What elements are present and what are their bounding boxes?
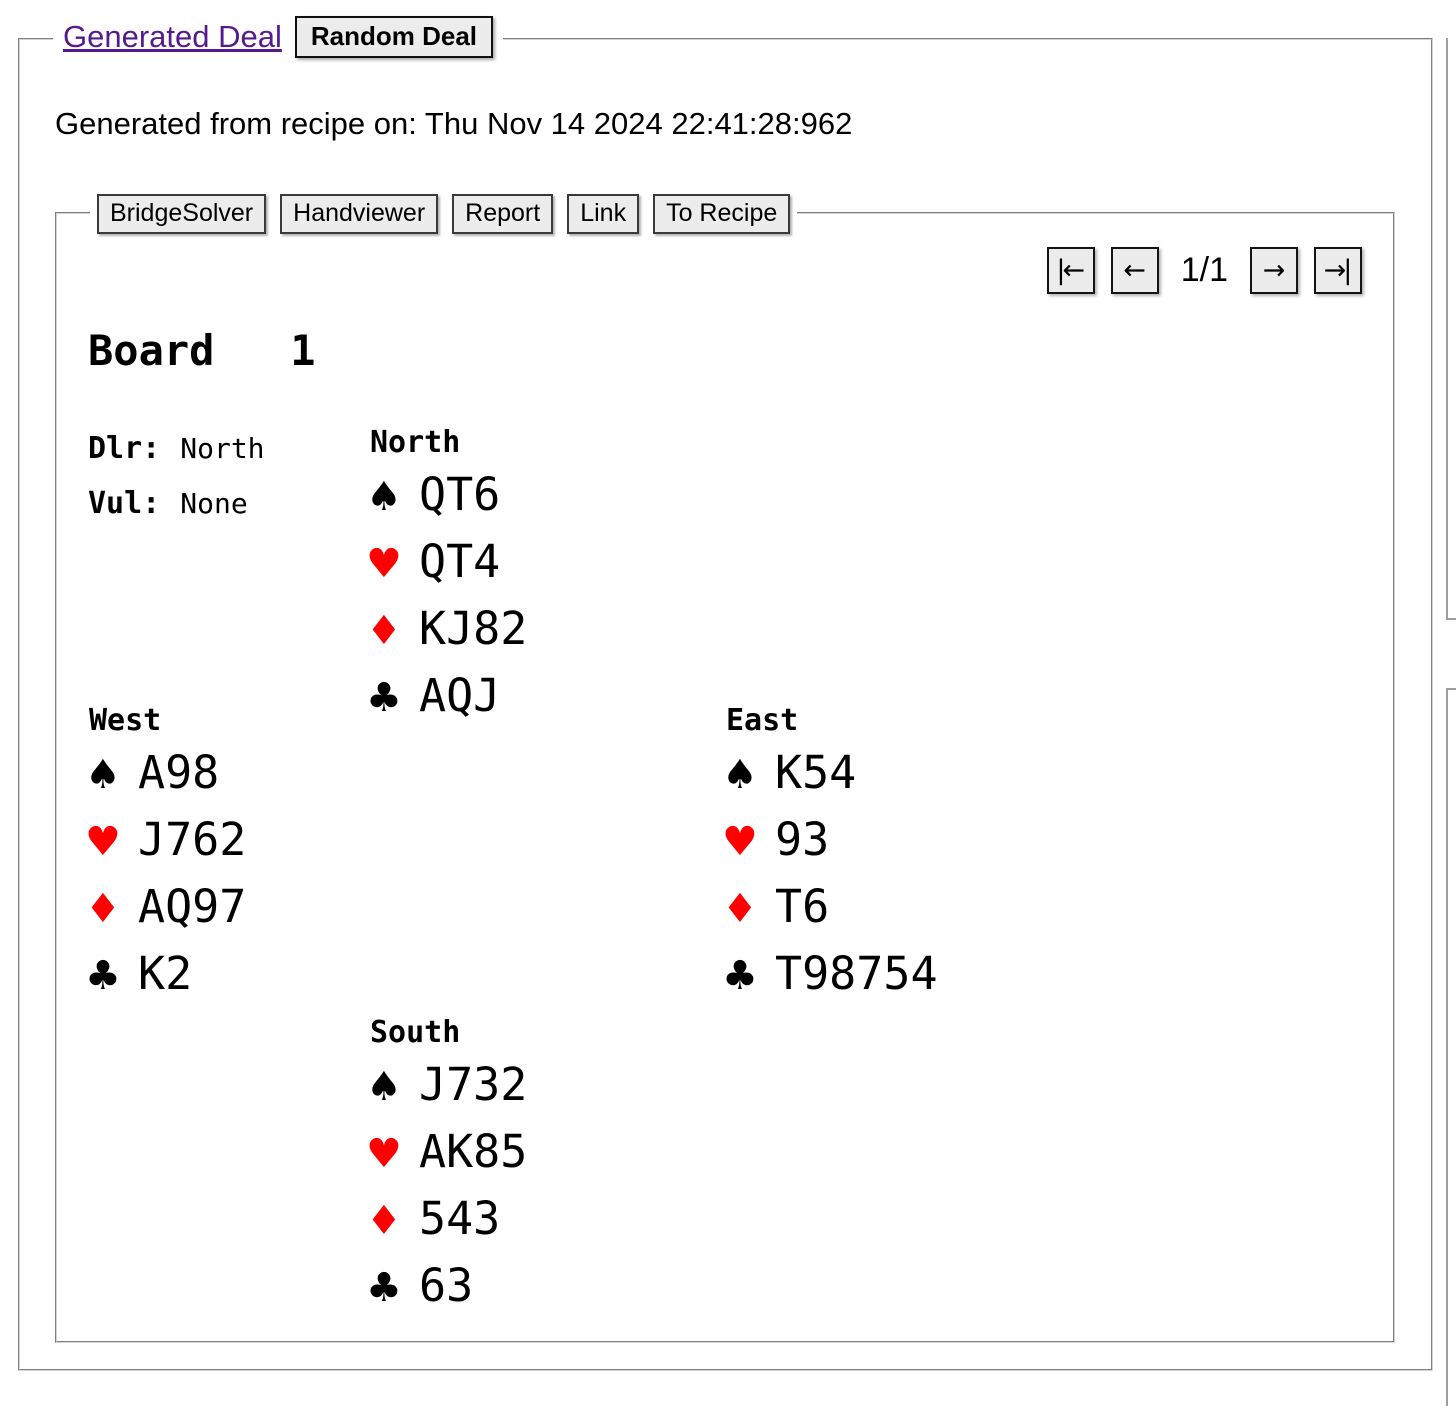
generated-info-text: Generated from recipe on: Thu Nov 14 202… xyxy=(55,106,853,141)
west-clubs-row: ♣ K2 xyxy=(85,945,246,1012)
north-hand: North ♠ QT6 ♥ QT4 ♦ KJ82 ♣ AQJ xyxy=(366,420,527,734)
spade-icon: ♠ xyxy=(366,1064,402,1110)
board-title: Board 1 xyxy=(88,326,316,375)
west-spades: A98 xyxy=(138,746,220,799)
spade-icon: ♠ xyxy=(85,752,121,798)
first-page-icon: |← xyxy=(1056,255,1085,286)
bridgesolver-button[interactable]: BridgeSolver xyxy=(97,194,267,234)
vulnerability-line: Vul: None xyxy=(88,476,265,531)
random-deal-button[interactable]: Random Deal xyxy=(294,16,494,58)
heart-icon: ♥ xyxy=(366,1131,402,1177)
deal-tabs: Generated Deal Random Deal xyxy=(53,11,504,63)
north-hearts: QT4 xyxy=(419,535,501,588)
club-icon: ♣ xyxy=(722,953,758,999)
south-clubs: 63 xyxy=(419,1259,474,1312)
generated-deal-panel: Generated Deal Random Deal Generated fro… xyxy=(18,11,1433,1371)
board-pager: |← ← 1/1 → →| xyxy=(1046,247,1362,294)
west-hand: West ♠ A98 ♥ J762 ♦ AQ97 ♣ K2 xyxy=(85,698,246,1012)
east-diamonds-row: ♦ T6 xyxy=(722,878,938,945)
arrow-left-icon: ← xyxy=(1123,255,1146,286)
last-page-icon: →| xyxy=(1323,255,1353,286)
to-recipe-button[interactable]: To Recipe xyxy=(653,194,791,234)
handviewer-button[interactable]: Handviewer xyxy=(280,194,439,234)
east-hand: East ♠ K54 ♥ 93 ♦ T6 ♣ T98754 xyxy=(722,698,938,1012)
next-board-button[interactable]: → xyxy=(1250,247,1298,294)
east-hand-label: East xyxy=(726,703,799,738)
east-spades: K54 xyxy=(775,746,857,799)
west-diamonds: AQ97 xyxy=(138,880,247,933)
diamond-icon: ♦ xyxy=(722,886,758,932)
west-diamonds-row: ♦ AQ97 xyxy=(85,878,246,945)
link-button[interactable]: Link xyxy=(567,194,640,234)
south-spades-row: ♠ J732 xyxy=(366,1056,527,1123)
east-hearts: 93 xyxy=(775,813,830,866)
diamond-icon: ♦ xyxy=(366,608,402,654)
north-diamonds-row: ♦ KJ82 xyxy=(366,600,527,667)
last-board-button[interactable]: →| xyxy=(1314,247,1362,294)
east-spades-row: ♠ K54 xyxy=(722,744,938,811)
heart-icon: ♥ xyxy=(722,819,758,865)
board-position: 1/1 xyxy=(1180,251,1228,289)
prev-board-button[interactable]: ← xyxy=(1110,247,1159,294)
south-spades: J732 xyxy=(419,1058,528,1111)
dealer-line: Dlr: North xyxy=(88,421,265,476)
east-clubs-row: ♣ T98754 xyxy=(722,945,938,1012)
arrow-right-icon: → xyxy=(1262,255,1286,286)
deal-viewer-panel: BridgeSolver Handviewer Report Link To R… xyxy=(55,194,1395,1343)
west-spades-row: ♠ A98 xyxy=(85,744,246,811)
heart-icon: ♥ xyxy=(366,541,402,587)
south-hand: South ♠ J732 ♥ AK85 ♦ 543 ♣ 63 xyxy=(366,1010,527,1324)
south-hand-label: South xyxy=(370,1015,461,1050)
north-spades-row: ♠ QT6 xyxy=(366,466,527,533)
dealer-vulnerability: Dlr: North Vul: None xyxy=(88,421,265,531)
heart-icon: ♥ xyxy=(85,819,121,865)
spade-icon: ♠ xyxy=(722,752,758,798)
north-hand-label: North xyxy=(370,425,461,460)
west-hearts-row: ♥ J762 xyxy=(85,811,246,878)
west-clubs: K2 xyxy=(138,947,193,1000)
vulnerability-value: None xyxy=(180,487,248,520)
dealer-label: Dlr: xyxy=(88,431,161,466)
diamond-icon: ♦ xyxy=(366,1198,402,1244)
north-clubs: AQJ xyxy=(419,669,501,722)
cutoff-panel-border-bottom xyxy=(1446,688,1448,1406)
north-diamonds: KJ82 xyxy=(419,602,528,655)
dealer-value: North xyxy=(180,432,265,465)
toolbar: BridgeSolver Handviewer Report Link To R… xyxy=(90,194,798,234)
generated-deal-link[interactable]: Generated Deal xyxy=(63,19,282,54)
cutoff-panel-border-corner xyxy=(1446,688,1456,690)
south-diamonds-value: 543 xyxy=(419,1192,501,1245)
south-hearts-row: ♥ AK85 xyxy=(366,1123,527,1190)
report-button[interactable]: Report xyxy=(452,194,554,234)
north-hearts-row: ♥ QT4 xyxy=(366,533,527,600)
east-clubs: T98754 xyxy=(775,947,938,1000)
south-diamonds-row: ♦ 543 xyxy=(366,1190,527,1257)
north-clubs-row: ♣ AQJ xyxy=(366,667,527,734)
north-spades: QT6 xyxy=(419,468,501,521)
west-hand-label: West xyxy=(89,703,162,738)
east-diamonds: T6 xyxy=(775,880,830,933)
vulnerability-label: Vul: xyxy=(88,486,161,521)
diamond-icon: ♦ xyxy=(85,886,121,932)
club-icon: ♣ xyxy=(85,953,121,999)
south-hearts: AK85 xyxy=(419,1125,528,1178)
cutoff-panel-border-corner xyxy=(1446,618,1456,620)
club-icon: ♣ xyxy=(366,675,402,721)
east-hearts-row: ♥ 93 xyxy=(722,811,938,878)
west-hearts: J762 xyxy=(138,813,247,866)
cutoff-panel-border-top xyxy=(1446,38,1448,620)
first-board-button[interactable]: |← xyxy=(1046,247,1095,294)
south-clubs-row: ♣ 63 xyxy=(366,1257,527,1324)
spade-icon: ♠ xyxy=(366,474,402,520)
club-icon: ♣ xyxy=(366,1265,402,1311)
